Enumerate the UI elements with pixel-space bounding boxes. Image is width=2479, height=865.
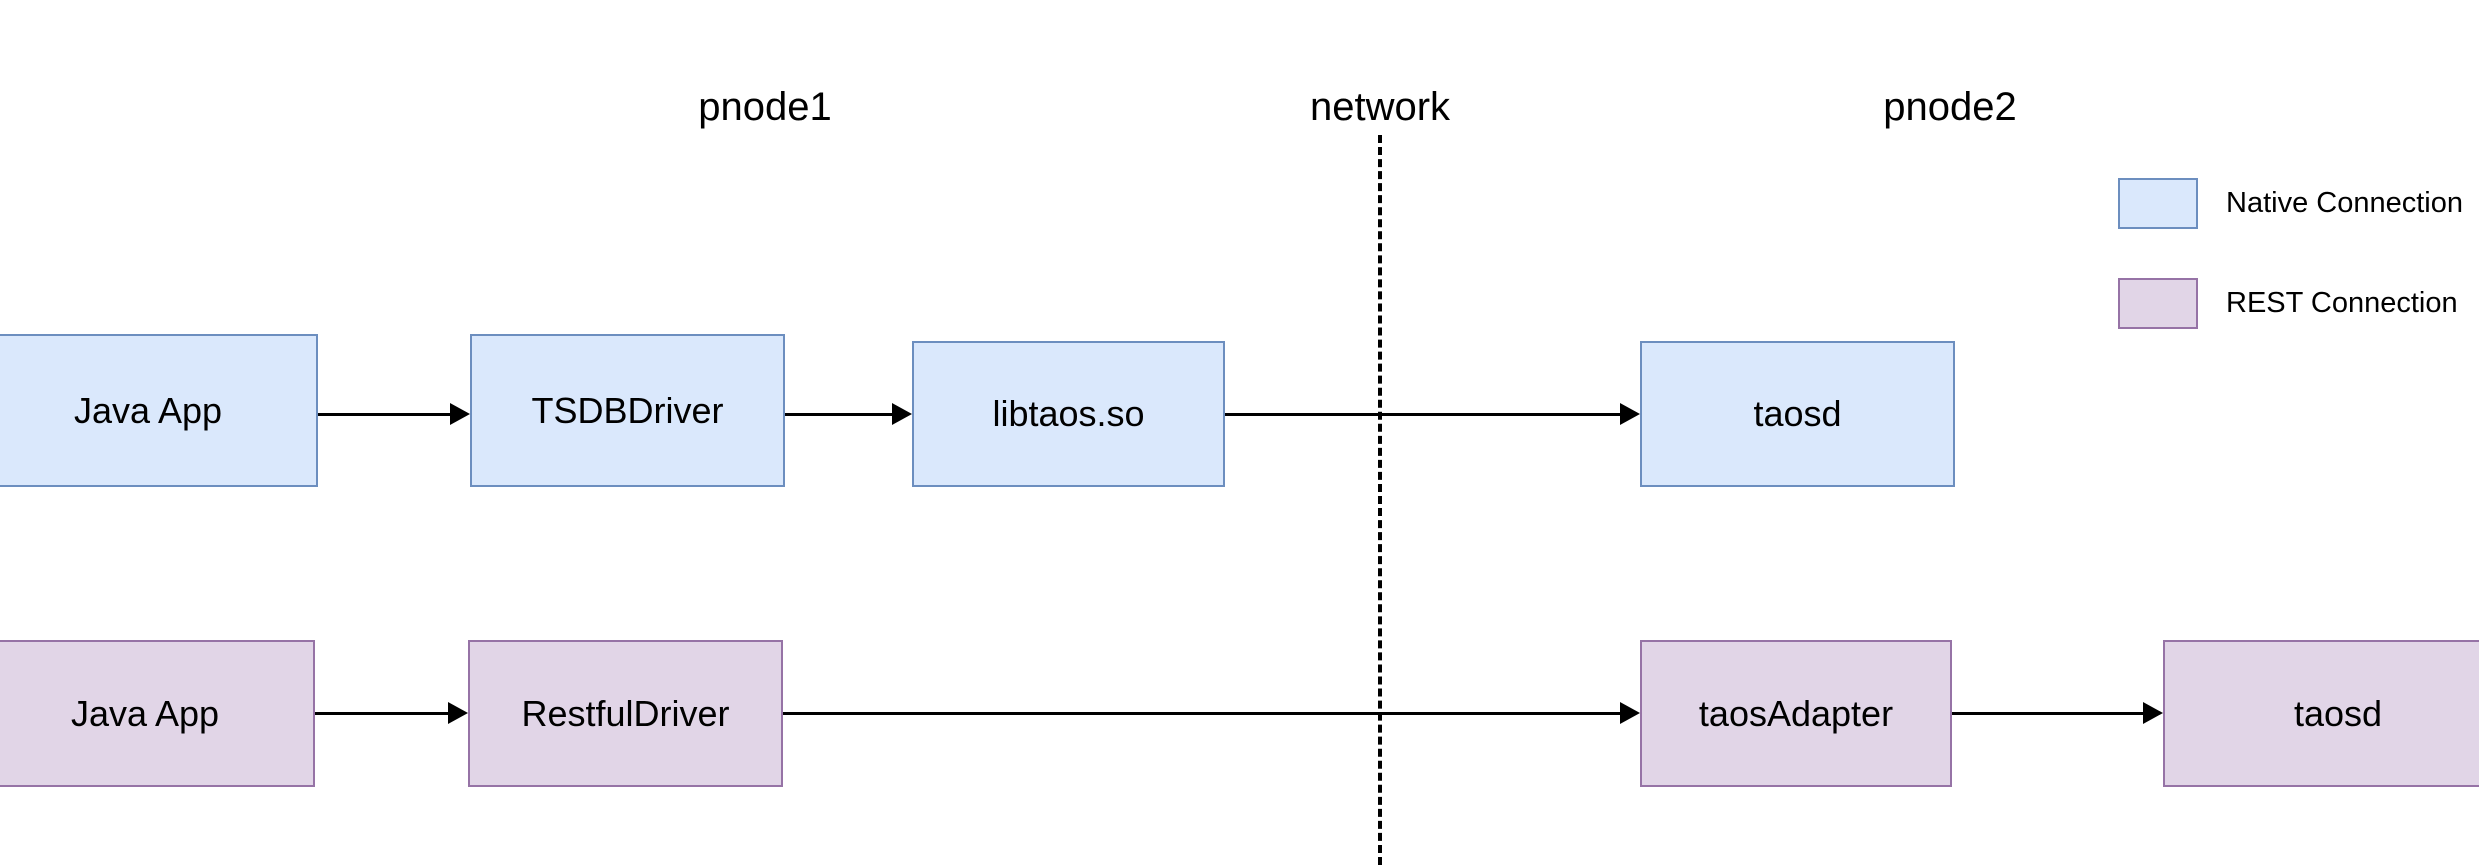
node-label: Java App	[70, 692, 220, 734]
arrowhead-native-row-0	[450, 403, 470, 425]
arrowhead-native-row-2	[1620, 403, 1640, 425]
arrowhead-rest-row-2	[2143, 702, 2163, 724]
connector-line-native-row-0	[318, 413, 450, 416]
node-rest-row-java-app[interactable]: Java App	[0, 640, 315, 787]
node-rest-row-restfuldriver[interactable]: RestfulDriver	[468, 640, 783, 787]
arrowhead-native-row-1	[892, 403, 912, 425]
node-label: libtaos.so	[992, 393, 1145, 434]
node-native-row-libtaos-so[interactable]: libtaos.so	[912, 341, 1225, 487]
node-label: RestfulDriver	[521, 692, 730, 734]
zone-label-pnode1: pnode1	[698, 85, 832, 129]
legend-label: Native Connection	[2226, 187, 2463, 219]
node-label: taosd	[1753, 393, 1842, 434]
node-native-row-tsdbdriver[interactable]: TSDBDriver	[470, 334, 785, 487]
node-label: taosd	[2293, 692, 2383, 734]
legend-swatch-rest	[2118, 278, 2198, 329]
zone-label-network: network	[1309, 85, 1451, 129]
node-native-row-java-app[interactable]: Java App	[0, 334, 318, 487]
node-native-row-taosd[interactable]: taosd	[1640, 341, 1955, 487]
legend-label: REST Connection	[2226, 287, 2458, 319]
legend-item-rest: REST Connection	[2118, 278, 2458, 329]
node-rest-row-taosadapter[interactable]: taosAdapter	[1640, 640, 1952, 787]
legend-swatch-native	[2118, 178, 2198, 229]
connector-line-native-row-2	[1225, 413, 1620, 416]
arrowhead-rest-row-1	[1620, 702, 1640, 724]
connector-line-rest-row-2	[1952, 712, 2143, 715]
connector-line-rest-row-0	[315, 712, 448, 715]
node-label: taosAdapter	[1698, 692, 1894, 734]
zone-label-pnode2: pnode2	[1883, 85, 2017, 129]
node-rest-row-taosd[interactable]: taosd	[2163, 640, 2479, 787]
network-boundary-dashed-line	[1378, 135, 1382, 865]
arrowhead-rest-row-0	[448, 702, 468, 724]
connector-line-native-row-1	[785, 413, 892, 416]
legend-item-native: Native Connection	[2118, 178, 2463, 229]
node-label: TSDBDriver	[531, 389, 724, 431]
connector-line-rest-row-1	[783, 712, 1620, 715]
node-label: Java App	[73, 389, 223, 431]
